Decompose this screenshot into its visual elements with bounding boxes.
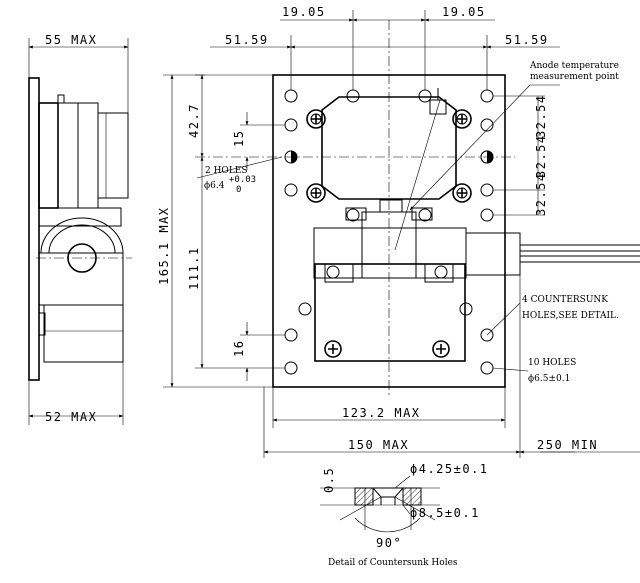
note-labels: Anode temperature measurement point 2 HO… — [204, 61, 619, 568]
note-anode-2: measurement point — [530, 72, 619, 82]
side-view — [28, 77, 132, 381]
dim-hole-gap-16: 16 — [232, 340, 246, 357]
dim-right-spacing-1: 32.54 — [534, 94, 548, 138]
dim-detail-small: ϕ4.25±0.1 — [410, 462, 489, 476]
dim-right-spacing-2: 32.54 — [534, 134, 548, 178]
note-two-holes-tol-upper: +0.03 — [229, 175, 256, 185]
dim-lead-length: 250 MIN — [537, 438, 598, 452]
dimension-lines — [28, 10, 640, 458]
dim-width-total: 150 MAX — [348, 438, 409, 452]
dim-top-right-spacing: 19.05 — [442, 5, 486, 19]
countersunk-detail — [320, 475, 440, 533]
countersunk-screws — [306, 109, 472, 203]
dim-height-inner: 111.1 — [187, 246, 201, 290]
dim-hole-gap-15: 15 — [232, 130, 246, 147]
note-countersunk-1: 4 COUNTERSUNK — [522, 295, 608, 305]
dimension-labels: 19.05 19.05 51.59 51.59 55 MAX 52 MAX 16… — [45, 5, 598, 550]
note-two-holes-tol-lower: 0 — [236, 185, 241, 195]
detail-caption: Detail of Countersunk Holes — [328, 558, 458, 568]
front-view — [195, 20, 640, 395]
dim-detail-depth: 0.5 — [322, 467, 336, 493]
dim-side-bottom: 52 MAX — [45, 410, 97, 424]
dim-detail-angle: 90° — [376, 536, 402, 550]
dim-height-top: 42.7 — [187, 103, 201, 138]
note-anode-1: Anode temperature — [529, 61, 619, 71]
note-two-holes: 2 HOLES — [205, 166, 248, 176]
dim-right-outer: 51.59 — [505, 33, 549, 47]
dim-top-left-spacing: 19.05 — [282, 5, 326, 19]
dim-detail-large: ϕ8.5±0.1 — [410, 506, 480, 520]
dim-right-spacing-3: 32.54 — [534, 172, 548, 216]
dim-side-depth: 55 MAX — [45, 33, 97, 47]
note-ten-holes: 10 HOLES — [528, 358, 576, 368]
note-ten-holes-dia: ϕ6.5±0.1 — [528, 374, 570, 384]
dim-width-inner: 123.2 MAX — [342, 406, 421, 420]
dim-height-total: 165.1 MAX — [157, 206, 171, 285]
dim-left-outer: 51.59 — [225, 33, 269, 47]
note-countersunk-2: HOLES,SEE DETAIL. — [522, 311, 619, 321]
note-two-holes-dia: ϕ6.4 — [204, 181, 225, 191]
